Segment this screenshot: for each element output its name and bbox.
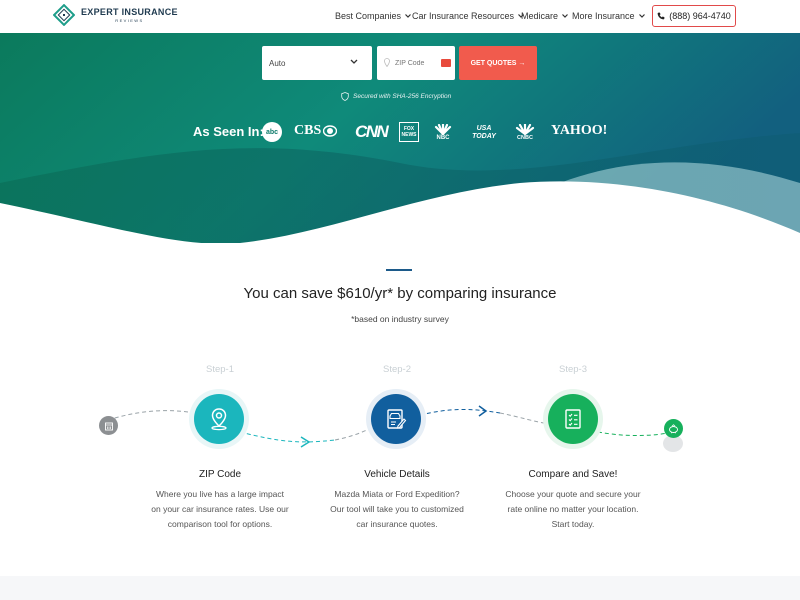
phone-number: (888) 964-4740 <box>669 11 731 21</box>
phone-button[interactable]: (888) 964-4740 <box>652 5 736 27</box>
step-3-badge <box>543 389 603 449</box>
security-note: Secured with SHA-256 Encryption <box>341 92 451 101</box>
zip-code-input[interactable] <box>395 56 443 70</box>
nav-more-insurance[interactable]: More Insurance <box>572 11 645 21</box>
cnbc-peacock-icon <box>515 123 535 135</box>
step-3-title: Compare and Save! <box>528 469 618 480</box>
step-2-label: Step-2 <box>383 364 411 375</box>
savings-subtitle: *based on industry survey <box>351 314 449 324</box>
section-divider <box>386 269 412 271</box>
cbs-logo: CBS <box>294 123 338 139</box>
fox-news-logo: FOX NEWS <box>399 122 419 142</box>
autofill-icon <box>441 59 451 67</box>
cnn-logo: CNN <box>355 122 389 141</box>
abc-logo: abc <box>262 122 282 142</box>
logo-line1: EXPERT INSURANCE <box>81 6 178 17</box>
chevron-down-icon <box>638 14 645 18</box>
phone-icon <box>657 12 665 20</box>
security-text: Secured with SHA-256 Encryption <box>353 93 452 100</box>
insurance-type-select[interactable]: Auto <box>262 46 372 80</box>
nav-label: Medicare <box>521 11 559 21</box>
savings-title: You can save $610/yr* by comparing insur… <box>243 285 557 302</box>
chevron-down-icon <box>350 59 358 64</box>
piggy-bank-icon <box>664 419 683 438</box>
step-1-label: Step-1 <box>206 364 234 375</box>
step-1-badge <box>189 389 249 449</box>
step-2-description: Mazda Miata or Ford Expedition? Our tool… <box>330 489 464 529</box>
step-3-description: Choose your quote and secure your rate o… <box>505 489 641 529</box>
nbc-peacock-icon <box>434 123 452 135</box>
step-1-title: ZIP Code <box>198 469 242 480</box>
logo-diamond-icon <box>52 3 76 27</box>
hero-banner: Auto GET QUOTES → Secured with SHA-256 E… <box>0 33 800 243</box>
as-seen-in-label: As Seen In: <box>193 124 264 139</box>
end-shadow <box>663 435 683 452</box>
start-calendar-icon <box>99 416 118 435</box>
vehicle-form-icon <box>387 409 407 429</box>
chevron-down-icon <box>518 14 524 18</box>
arrow-icon <box>478 405 488 417</box>
location-pin-icon <box>211 408 227 431</box>
get-quotes-button[interactable]: GET QUOTES → <box>459 46 537 80</box>
nav-label: Car Insurance Resources <box>412 11 515 21</box>
cnbc-logo: CNBC <box>513 121 537 143</box>
usa-today-logo: USA TODAY <box>472 125 496 140</box>
zip-code-field[interactable] <box>377 46 455 80</box>
chevron-down-icon <box>405 14 411 18</box>
step-3-label: Step-3 <box>559 364 587 375</box>
step-1-description: Where you live has a large impact on you… <box>151 489 289 529</box>
logo-line2: REVIEWS <box>115 17 144 23</box>
location-pin-icon <box>384 58 390 67</box>
nav-best-companies[interactable]: Best Companies <box>335 11 411 21</box>
arrow-icon <box>300 436 311 448</box>
step-2-title: Vehicle Details <box>364 469 430 480</box>
site-header: EXPERT INSURANCE REVIEWS Best Companies … <box>0 0 800 33</box>
checklist-icon <box>565 409 581 429</box>
shield-icon <box>341 92 349 101</box>
chevron-down-icon <box>562 14 568 18</box>
yahoo-logo: YAHOO! <box>551 123 608 138</box>
nav-car-insurance-resources[interactable]: Car Insurance Resources <box>412 11 524 21</box>
next-section-band <box>0 576 800 600</box>
site-logo[interactable]: EXPERT INSURANCE REVIEWS <box>52 3 178 27</box>
nav-label: Best Companies <box>335 11 402 21</box>
nav-label: More Insurance <box>572 11 635 21</box>
cbs-eye-icon <box>323 125 338 137</box>
step-2-badge <box>366 389 426 449</box>
select-value: Auto <box>269 58 286 68</box>
nbc-logo: NBC <box>433 121 453 143</box>
nav-medicare[interactable]: Medicare <box>521 11 568 21</box>
